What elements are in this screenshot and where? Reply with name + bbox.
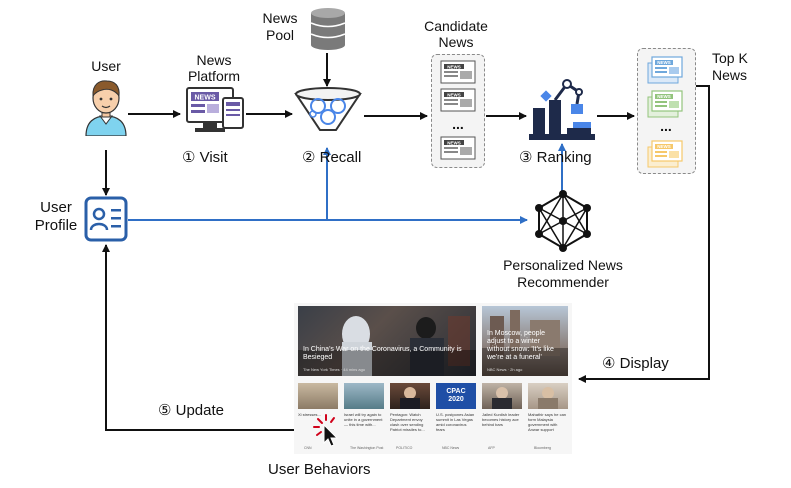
topk-card-2-text: NEWS <box>657 94 671 99</box>
candidate-news-stack: NEWS NEWS ... NEWS <box>440 60 476 160</box>
ranking-robot-icon <box>529 79 595 140</box>
top-k-news-group: NEWS NEWS ... NEWS <box>637 48 696 174</box>
candidate-card-1-text: NEWS <box>447 64 461 69</box>
news-pool-label: News Pool <box>262 10 298 43</box>
thumb-1-caption: Xi stresses… <box>298 412 322 417</box>
hero-story-1[interactable]: In China's War on the Coronavirus, a Com… <box>298 306 476 376</box>
thumb-3-source: POLITICO <box>396 446 413 450</box>
candidate-card-1: NEWS <box>440 60 476 84</box>
thumb-4[interactable]: CPAC 2020 <box>436 383 476 409</box>
hero-1-image <box>298 316 476 376</box>
topk-card-1-text: NEWS <box>657 60 671 65</box>
user-label: User <box>91 58 121 74</box>
thumb-3[interactable] <box>390 383 430 409</box>
platform-news-text: NEWS <box>195 95 216 102</box>
top-k-news-label: Top K News <box>712 50 748 83</box>
user-profile-label: User Profile <box>34 199 78 234</box>
user-avatar-icon <box>85 80 127 136</box>
user-profile-card-icon <box>84 196 128 242</box>
candidate-card-2-text: NEWS <box>447 92 461 97</box>
candidate-card-2: NEWS <box>440 88 476 112</box>
topk-card-2: NEWS <box>647 90 683 118</box>
news-platform-icon: NEWS <box>186 87 244 132</box>
thumb-5-source: AFP <box>488 446 495 450</box>
step-display-label: ④ Display <box>602 355 669 372</box>
news-feed-screenshot: In China's War on the Coronavirus, a Com… <box>294 303 572 454</box>
candidate-card-3-text: NEWS <box>447 140 461 145</box>
cpac-badge: CPAC 2020 <box>446 388 466 403</box>
top-k-news-stack: NEWS NEWS ... NEWS <box>647 56 683 168</box>
thumb-2-source: The Washington Post <box>350 446 384 450</box>
thumb-2-caption: Israel will try again to unite in a gove… <box>344 412 383 427</box>
hero-1-caption: In China's War on the Coronavirus, a Com… <box>303 346 462 361</box>
thumb-3-caption: Pentagon: Watch Department envoy clash o… <box>390 412 425 432</box>
hero-2-image <box>482 310 568 376</box>
thumb-4-source: NBC News <box>442 446 460 450</box>
hero-story-2[interactable]: In Moscow, people adjust to a winter wit… <box>482 306 568 376</box>
news-platform-label: News Platform <box>187 52 241 84</box>
thumb-6-caption: Mahathir says he can form Malaysia gover… <box>528 412 567 432</box>
candidate-ellipsis: ... <box>452 116 464 132</box>
candidate-news-group: NEWS NEWS ... NEWS <box>431 54 485 168</box>
step-recall-label: ② Recall <box>302 149 362 166</box>
topk-ellipsis: ... <box>660 118 672 134</box>
topk-card-3-text: NEWS <box>657 144 671 149</box>
arrow-update-to-profile <box>102 244 304 431</box>
database-icon <box>310 8 346 50</box>
candidate-news-label: Candidate News <box>424 18 488 50</box>
thumb-5[interactable] <box>482 383 522 409</box>
thumb-2[interactable] <box>344 383 384 409</box>
thumb-1[interactable] <box>298 383 338 409</box>
thumb-1-source: CNN <box>304 446 312 450</box>
thumb-6[interactable] <box>528 383 568 409</box>
neural-network-icon <box>535 190 591 252</box>
recall-funnel-icon <box>294 87 362 131</box>
arrow-topk-to-display <box>578 85 710 383</box>
hero-1-source: The New York Times · 44 mins ago <box>303 367 366 372</box>
candidate-card-3: NEWS <box>440 136 476 160</box>
hero-2-caption: In Moscow, people adjust to a winter wit… <box>487 330 554 361</box>
click-cursor-icon <box>313 414 339 447</box>
topk-card-1: NEWS <box>647 56 683 84</box>
topk-card-3: NEWS <box>647 140 683 168</box>
thumb-6-source: Bloomberg <box>534 446 551 450</box>
thumb-5-caption: Jailed Kurdish leader becomes history ac… <box>482 412 520 427</box>
hero-2-source: NBC News · 2h ago <box>487 367 523 372</box>
user-behaviors-label: User Behaviors <box>268 461 371 478</box>
step-visit-label: ① Visit <box>182 149 228 166</box>
step-update-label: ⑤ Update <box>158 402 224 419</box>
thumb-4-caption: U.S. postpones Asian summit in Las Vegas… <box>436 412 475 432</box>
step-ranking-label: ③ Ranking <box>519 149 592 166</box>
recommender-label: Personalized News Recommender <box>503 257 623 290</box>
